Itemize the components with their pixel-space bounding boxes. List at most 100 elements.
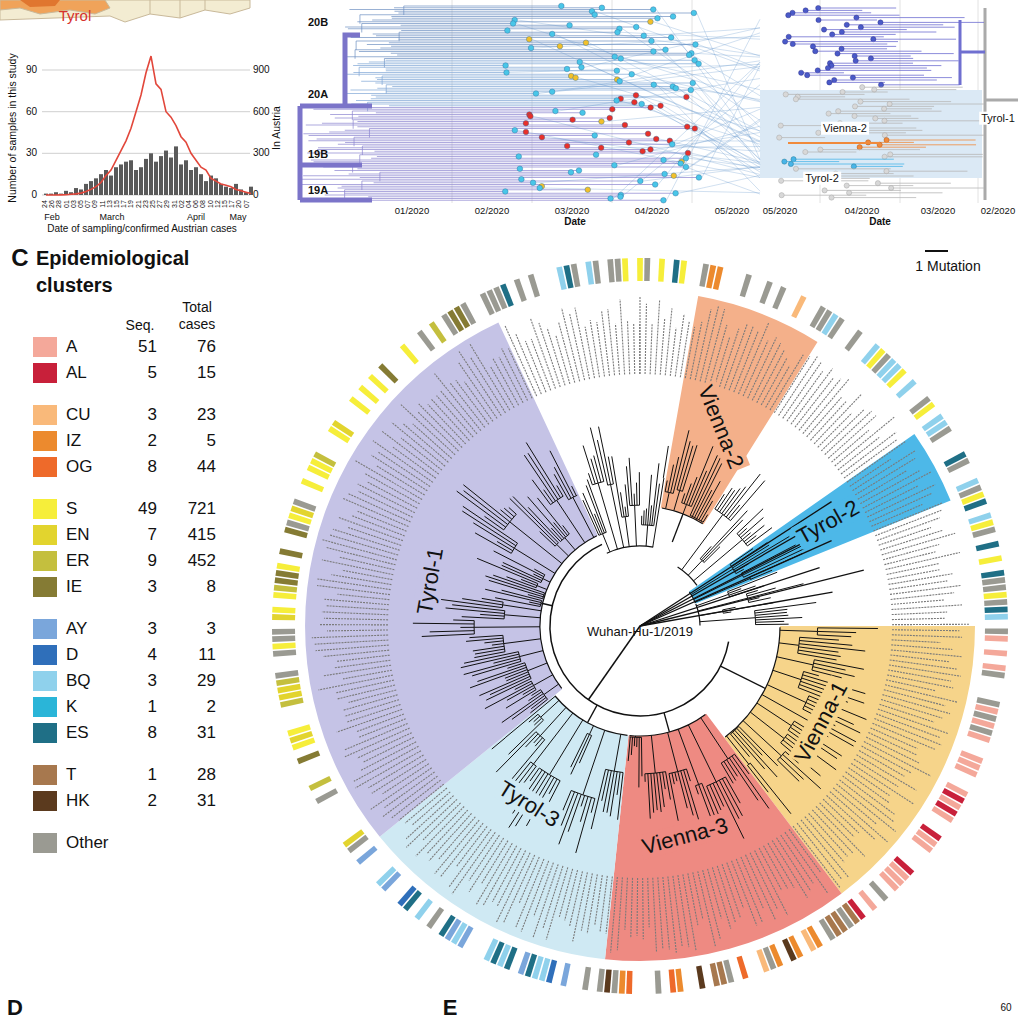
cluster-label: Vienna-3 (637, 812, 732, 860)
leaf-name-mark (464, 382, 492, 422)
cluster-mark (277, 563, 301, 572)
cluster-mark (484, 938, 499, 961)
tree-branch (540, 536, 597, 689)
sample-dot (517, 166, 523, 172)
cluster-mark (947, 458, 970, 473)
tree-branch (634, 494, 636, 506)
tree-branch (874, 89, 956, 90)
sample-dot (641, 33, 647, 39)
cluster-mark (273, 592, 296, 600)
tree-branch (382, 76, 383, 85)
tree-branch (543, 579, 550, 583)
tree-branch (549, 779, 557, 794)
cluster-mark (983, 584, 1006, 592)
leaf-name-mark (565, 870, 578, 920)
leaf-name-mark (336, 680, 394, 693)
sample-dot (564, 143, 570, 149)
tree-branch (757, 703, 791, 726)
leaf-name-mark (891, 645, 952, 650)
cluster-wedge (661, 296, 818, 524)
date-tick: 08 (199, 200, 207, 208)
tangle-line (635, 74, 760, 102)
tree-branch (576, 798, 592, 853)
tree-branch (678, 729, 698, 784)
cluster-mark (417, 330, 435, 352)
leaf-name-mark (318, 675, 392, 690)
tree-branch (557, 486, 563, 497)
tree-branch (357, 121, 601, 122)
tree-branch (474, 652, 505, 658)
tyrol-district (20, 0, 60, 7)
grid-line (42, 111, 250, 112)
tree-branch (341, 165, 615, 166)
leaf-name-mark (331, 575, 391, 585)
legend-swatch (33, 499, 57, 519)
tangle-line (518, 20, 760, 55)
tree-branch (798, 650, 840, 656)
sample-dot (788, 161, 793, 166)
tree-branch (688, 561, 702, 576)
tree-branch (373, 34, 552, 35)
date-tick: 20 (235, 200, 243, 208)
tree-branch (664, 713, 669, 732)
sample-dot (840, 89, 845, 94)
tree-branch (588, 705, 598, 723)
leaf-name-mark (891, 593, 955, 600)
date-tick: 07 (243, 200, 251, 208)
leaf-name-mark (324, 599, 388, 604)
sample-dot (537, 185, 543, 191)
tree-branch (626, 466, 629, 505)
leaf-name-mark (874, 719, 941, 746)
tree-branch (750, 763, 791, 814)
tree-branch (359, 15, 360, 24)
leaf-name-mark (413, 424, 452, 459)
tree-branch (554, 474, 568, 499)
sample-dot (599, 5, 605, 11)
sample-dot (673, 190, 679, 196)
table-cell: 2 (207, 697, 216, 717)
sample-dot (692, 126, 698, 132)
tree-branch (838, 111, 941, 112)
sample-dot (816, 17, 821, 22)
sample-dot (875, 181, 880, 186)
leaf-name-mark (516, 859, 544, 927)
tree-branch (641, 737, 643, 776)
tree-branch (599, 427, 611, 485)
tree-branch (602, 770, 609, 801)
cluster-label: Tyrol-3 (492, 774, 566, 833)
legend-swatch (33, 457, 57, 477)
tree-branch (543, 604, 553, 606)
tree-branch (829, 113, 891, 114)
leaf-name-mark (516, 334, 542, 394)
tree-branch (629, 458, 632, 506)
leaf-name-mark (323, 650, 389, 656)
leaf-name-mark (648, 878, 650, 927)
sample-dot (632, 99, 638, 105)
cluster-mark (658, 259, 665, 282)
tangle-line (666, 19, 760, 200)
panel-letter: D (7, 995, 23, 1020)
tree-branch (355, 49, 665, 50)
leaf-name-mark (327, 629, 388, 631)
tree-branch (492, 644, 504, 646)
legend-text: K (66, 697, 77, 717)
tree-branch (464, 652, 518, 664)
leaf-name-mark (570, 314, 585, 380)
leaf-name-mark (439, 817, 475, 859)
sample-dot (614, 68, 620, 74)
leaf-name-mark (867, 485, 935, 518)
tree-branch (354, 137, 355, 146)
tree-branch (666, 772, 671, 800)
tree-branch (686, 769, 690, 781)
tree-branch (377, 88, 675, 89)
tree-branch (359, 51, 653, 52)
tree-branch (502, 565, 541, 582)
cluster-mark (272, 614, 295, 620)
cluster-mark (272, 636, 295, 643)
leaf-name-mark (675, 314, 684, 376)
sample-bar (179, 164, 183, 195)
sample-dot (639, 101, 645, 107)
cluster-mark (972, 526, 996, 538)
cluster-mark (293, 499, 317, 512)
tree-branch (374, 182, 533, 183)
